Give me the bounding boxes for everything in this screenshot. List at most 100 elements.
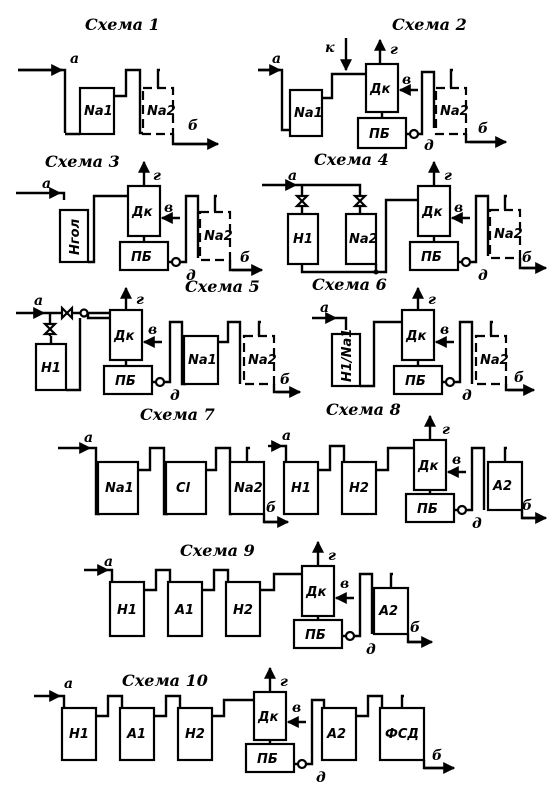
scheme-8-unit-a2-label: A2 <box>492 479 512 494</box>
scheme-4-gas-g: г <box>444 168 452 184</box>
scheme-10-stream-a: a <box>64 676 73 692</box>
scheme-4-unit-na2a <box>344 212 378 266</box>
scheme-6: Схема 6 a H1/Na1 Дк г в ПБ д Na2 б <box>312 275 536 404</box>
scheme-3-stream-b: б <box>240 250 250 266</box>
scheme-2-return-v: в <box>402 72 411 88</box>
scheme-8-stream-b: б <box>522 498 532 514</box>
scheme-10-unit-dk-label: Дк <box>257 710 280 725</box>
scheme-8-return-v: в <box>452 452 461 468</box>
scheme-1-stream-a: a <box>70 51 79 67</box>
scheme-3-unit-pb <box>118 240 170 272</box>
scheme-4-stream-a: a <box>288 168 297 184</box>
scheme-8-unit-pb <box>404 492 456 524</box>
scheme-4-valve-2 <box>352 194 368 208</box>
scheme-5-stream-a: a <box>34 293 43 309</box>
scheme-1-unit-na2-label: Na2 <box>147 104 176 119</box>
scheme-6-unit-pb-label: ПБ <box>405 374 426 389</box>
scheme-8-unit-pb-label: ПБ <box>417 502 438 517</box>
scheme-4-unit-h1-label: H1 <box>293 232 313 247</box>
scheme-2: Схема 2 a Na1 к Дк г в ПБ д Na2 б <box>258 15 508 154</box>
scheme-2-stream-a: a <box>272 51 281 67</box>
scheme-3-unit-hgol-label: Hгол <box>68 218 83 255</box>
scheme-8-unit-h2 <box>340 460 378 516</box>
scheme-6-stream-b: б <box>514 370 524 386</box>
scheme-5-unit-na1 <box>182 334 220 386</box>
scheme-10-stream-b: б <box>432 748 442 764</box>
scheme-3-pump <box>170 256 182 268</box>
scheme-6-node-d: д <box>462 388 472 404</box>
scheme-1: Схема 1 a Na1 Na2 б <box>18 15 220 150</box>
scheme-3-unit-pb-label: ПБ <box>131 250 152 265</box>
scheme-2-node-d: д <box>424 138 434 154</box>
scheme-4-unit-pb-label: ПБ <box>421 250 442 265</box>
scheme-8-gas-g: г <box>442 422 450 438</box>
scheme-10-pump <box>296 758 308 770</box>
scheme-8: Схема 8 a H1 H2 Дк г в ПБ д A2 б <box>268 400 548 532</box>
scheme-2-stream-b: б <box>478 121 488 137</box>
scheme-3-title: Схема 3 <box>45 152 120 171</box>
scheme-5-unit-na2-label: Na2 <box>248 353 277 368</box>
scheme-1-stream-b: б <box>188 118 198 134</box>
scheme-4: Схема 4 a H1 Na2 Дк г в ПБ д Na2 б <box>262 150 548 284</box>
scheme-10-unit-pb <box>244 742 296 774</box>
scheme-5-valve-2 <box>60 305 74 321</box>
scheme-9-unit-pb-label: ПБ <box>305 628 326 643</box>
scheme-8-stream-a: a <box>282 428 291 444</box>
scheme-8-title: Схема 8 <box>326 400 401 419</box>
scheme-8-unit-dk <box>412 438 448 492</box>
scheme-9-unit-dk-label: Дк <box>305 585 328 600</box>
scheme-9-title: Схема 9 <box>180 541 255 560</box>
scheme-7-stream-b: б <box>266 500 276 516</box>
scheme-3-unit-dk-label: Дк <box>131 205 154 220</box>
scheme-2-unit-pb-label: ПБ <box>369 127 390 142</box>
scheme-10-unit-h1 <box>60 706 98 762</box>
scheme-9-return-v: в <box>340 576 349 592</box>
scheme-9: Схема 9 a H1 A1 H2 Дк г в ПБ д A2 б <box>84 540 434 658</box>
scheme-3-gas-g: г <box>153 168 161 184</box>
scheme-3-unit-dk <box>126 184 162 238</box>
scheme-2-stream-k: к <box>325 40 335 56</box>
scheme-6-unit-na2-label: Na2 <box>480 353 509 368</box>
scheme-10-unit-h2-label: H2 <box>185 727 205 742</box>
scheme-2-title: Схема 2 <box>392 15 467 34</box>
scheme-5-unit-h1-label: H1 <box>41 361 61 376</box>
scheme-10-title: Схема 10 <box>122 671 208 690</box>
scheme-2-pump <box>408 128 420 140</box>
scheme-8-unit-h1 <box>282 460 320 516</box>
scheme-5-stream-b: б <box>280 372 290 388</box>
scheme-4-title: Схема 4 <box>314 150 389 169</box>
scheme-9-unit-h1-label: H1 <box>117 603 137 618</box>
scheme-9-pump <box>344 630 356 642</box>
scheme-10-unit-pb-label: ПБ <box>257 752 278 767</box>
scheme-9-unit-a1-label: A1 <box>174 603 194 618</box>
scheme-5-unit-dk-label: Дк <box>113 329 136 344</box>
scheme-2-unit-na1 <box>288 88 324 138</box>
scheme-8-unit-h1-label: H1 <box>291 481 311 496</box>
scheme-6-gas-g: г <box>428 292 436 308</box>
scheme-8-unit-dk-label: Дк <box>417 459 440 474</box>
scheme-6-pump <box>444 376 456 388</box>
scheme-5-pump <box>154 376 166 388</box>
scheme-3-stream-a: a <box>42 176 51 192</box>
scheme-7: Схема 7 a Na1 Cl Na2 б <box>58 405 290 528</box>
scheme-7-unit-na1 <box>96 460 140 516</box>
scheme-9-unit-a1 <box>166 580 204 638</box>
scheme-7-unit-na1-label: Na1 <box>105 481 134 496</box>
scheme-8-node-d: д <box>472 516 482 532</box>
scheme-9-unit-a2-label: A2 <box>378 604 398 619</box>
scheme-9-unit-dk <box>300 564 336 618</box>
scheme-1-title: Схема 1 <box>85 15 160 34</box>
scheme-7-unit-na2 <box>228 460 266 516</box>
scheme-5-unit-na1-label: Na1 <box>188 353 217 368</box>
scheme-5-valve-1 <box>42 322 58 336</box>
scheme-4-valve-1 <box>294 194 310 208</box>
scheme-5-title: Схема 5 <box>185 277 260 296</box>
scheme-6-stream-a: a <box>320 300 329 316</box>
scheme-7-unit-cl <box>164 460 208 516</box>
scheme-9-unit-h1 <box>108 580 146 638</box>
scheme-3-node-d: д <box>186 268 196 284</box>
scheme-1-unit-na1-label: Na1 <box>84 104 113 119</box>
scheme-10: Схема 10 a H1 A1 H2 Дк г в ПБ д A2 ФСД б <box>34 666 456 786</box>
scheme-9-stream-b: б <box>410 620 420 636</box>
